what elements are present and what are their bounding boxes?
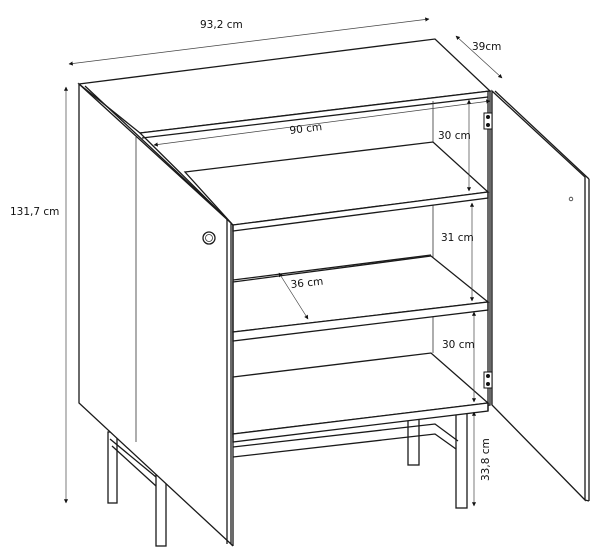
inner-width-label: 90 cm bbox=[289, 121, 323, 137]
hinge-top-icon bbox=[483, 112, 493, 130]
leg-height-label: 33,8 cm bbox=[480, 438, 492, 481]
height-label: 131,7 cm bbox=[10, 206, 59, 218]
shelf-depth-arrow bbox=[278, 272, 309, 320]
door-knob bbox=[202, 231, 216, 245]
shelf-gap-top-label: 30 cm bbox=[438, 130, 471, 142]
left-door bbox=[78, 82, 234, 547]
dimension-lines bbox=[63, 17, 503, 507]
shelf-gap-middle-label: 31 cm bbox=[441, 232, 474, 244]
shelf-gap-bottom-label: 30 cm bbox=[442, 339, 475, 351]
width-label: 93,2 cm bbox=[200, 19, 243, 31]
depth-label: 39cm bbox=[472, 41, 501, 53]
inner-width-arrow bbox=[153, 99, 491, 147]
base-rail bbox=[232, 423, 459, 448]
hinge-bottom-icon bbox=[483, 371, 493, 389]
width-arrow bbox=[68, 17, 430, 66]
right-door bbox=[483, 89, 590, 502]
leg-front-right bbox=[455, 409, 468, 509]
depth-arrow bbox=[455, 35, 503, 79]
door-knob-small bbox=[568, 196, 574, 202]
shelf-depth-label: 36 cm bbox=[290, 276, 324, 291]
leg-front-left bbox=[155, 473, 167, 547]
leg-back-left bbox=[107, 431, 118, 504]
